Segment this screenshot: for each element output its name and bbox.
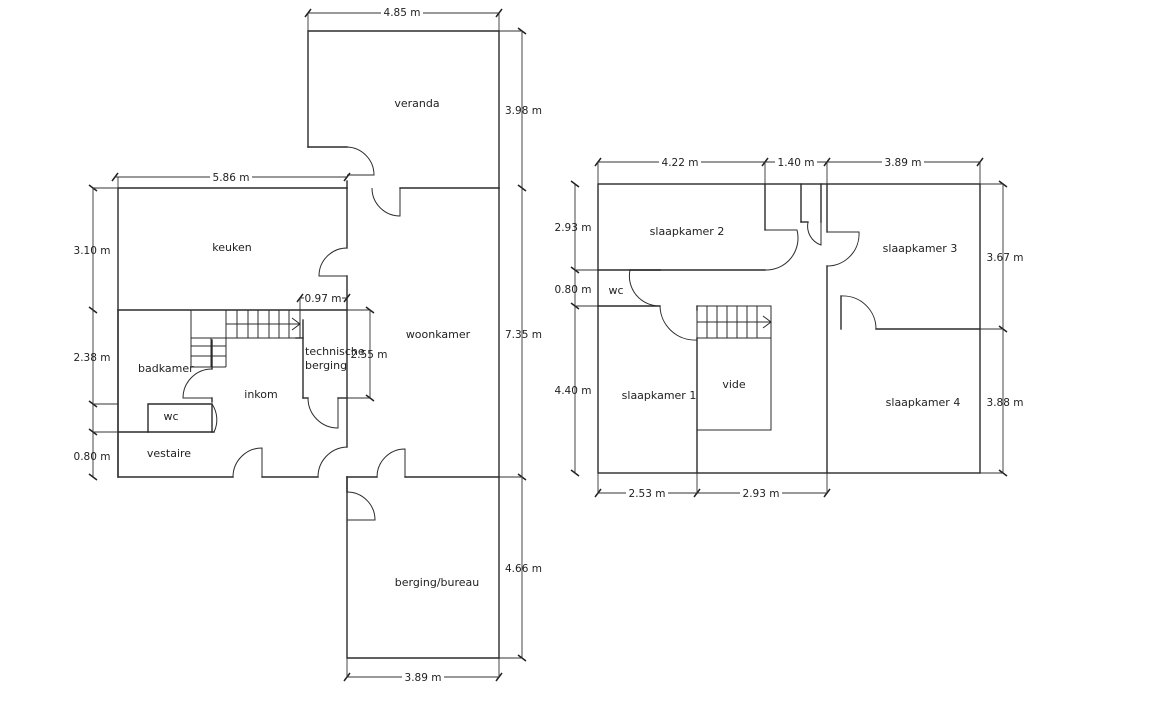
room-label-berging: berging [305,359,347,372]
dimension-label-vestiaire-depth: 0.80 m [74,451,111,463]
room-label-technische: technische [305,345,365,358]
room-label-vestaire: vestaire [147,447,191,460]
room-label-wc: wc [163,410,178,423]
room-label-berging-bureau: berging/bureau [395,576,480,589]
dimension-label-left-top: 2.93 m [555,222,592,234]
dimension-label-woonkamer-depth: 7.35 m [505,329,542,341]
room-label-woonkamer: woonkamer [406,328,471,341]
ground-floor-doors [182,146,406,521]
room-label-slaapkamer-2: slaapkamer 2 [650,225,725,238]
ground-floor-plan: veranda keuken woonkamer technische berg… [74,5,542,684]
dimension-label-veranda-width: 4.85 m [384,7,421,19]
dimension-label-bottom-left: 2.53 m [629,488,666,500]
dimension-label-top-left: 4.22 m [662,157,699,169]
room-label-badkamer: badkamer [138,362,194,375]
room-label-wc-first-floor: wc [608,284,623,297]
dimension-label-right-top: 3.67 m [987,252,1024,264]
room-label-slaapkamer-1: slaapkamer 1 [622,389,697,402]
room-label-slaapkamer-4: slaapkamer 4 [886,396,961,409]
room-label-inkom: inkom [244,388,277,401]
first-floor-doors [628,221,877,341]
dimension-label-bottom-mid: 2.93 m [743,488,780,500]
dimension-label-bureau-width: 3.89 m [405,672,442,684]
dimension-label-veranda-depth: 3.98 m [505,105,542,117]
room-label-veranda: veranda [394,97,439,110]
ground-floor-staircase [190,309,301,368]
first-floor-dimension-lines [570,157,1008,498]
dimension-label-badkamer-depth: 2.38 m [74,352,111,364]
dimension-label-left-wc: 0.80 m [555,284,592,296]
dimension-label-technische-depth: 2.55 m [351,349,388,361]
dimension-label-top-mid: 1.40 m [778,157,815,169]
dimension-label-right-bottom: 3.88 m [987,397,1024,409]
dimension-label-keuken-width: 5.86 m [213,172,250,184]
dimension-label-bureau-depth: 4.66 m [505,563,542,575]
dimension-label-top-right: 3.89 m [885,157,922,169]
dimension-label-left-bottom: 4.40 m [555,385,592,397]
dimension-label-stair-gap: 0.97 m [305,293,342,305]
first-floor-staircase [696,305,772,431]
room-label-vide: vide [722,378,746,391]
dimension-label-keuken-depth: 3.10 m [74,245,111,257]
first-floor-plan: slaapkamer 2 slaapkamer 3 wc slaapkamer … [555,155,1024,500]
room-label-keuken: keuken [212,241,251,254]
room-label-slaapkamer-3: slaapkamer 3 [883,242,958,255]
first-floor-walls [597,183,981,474]
